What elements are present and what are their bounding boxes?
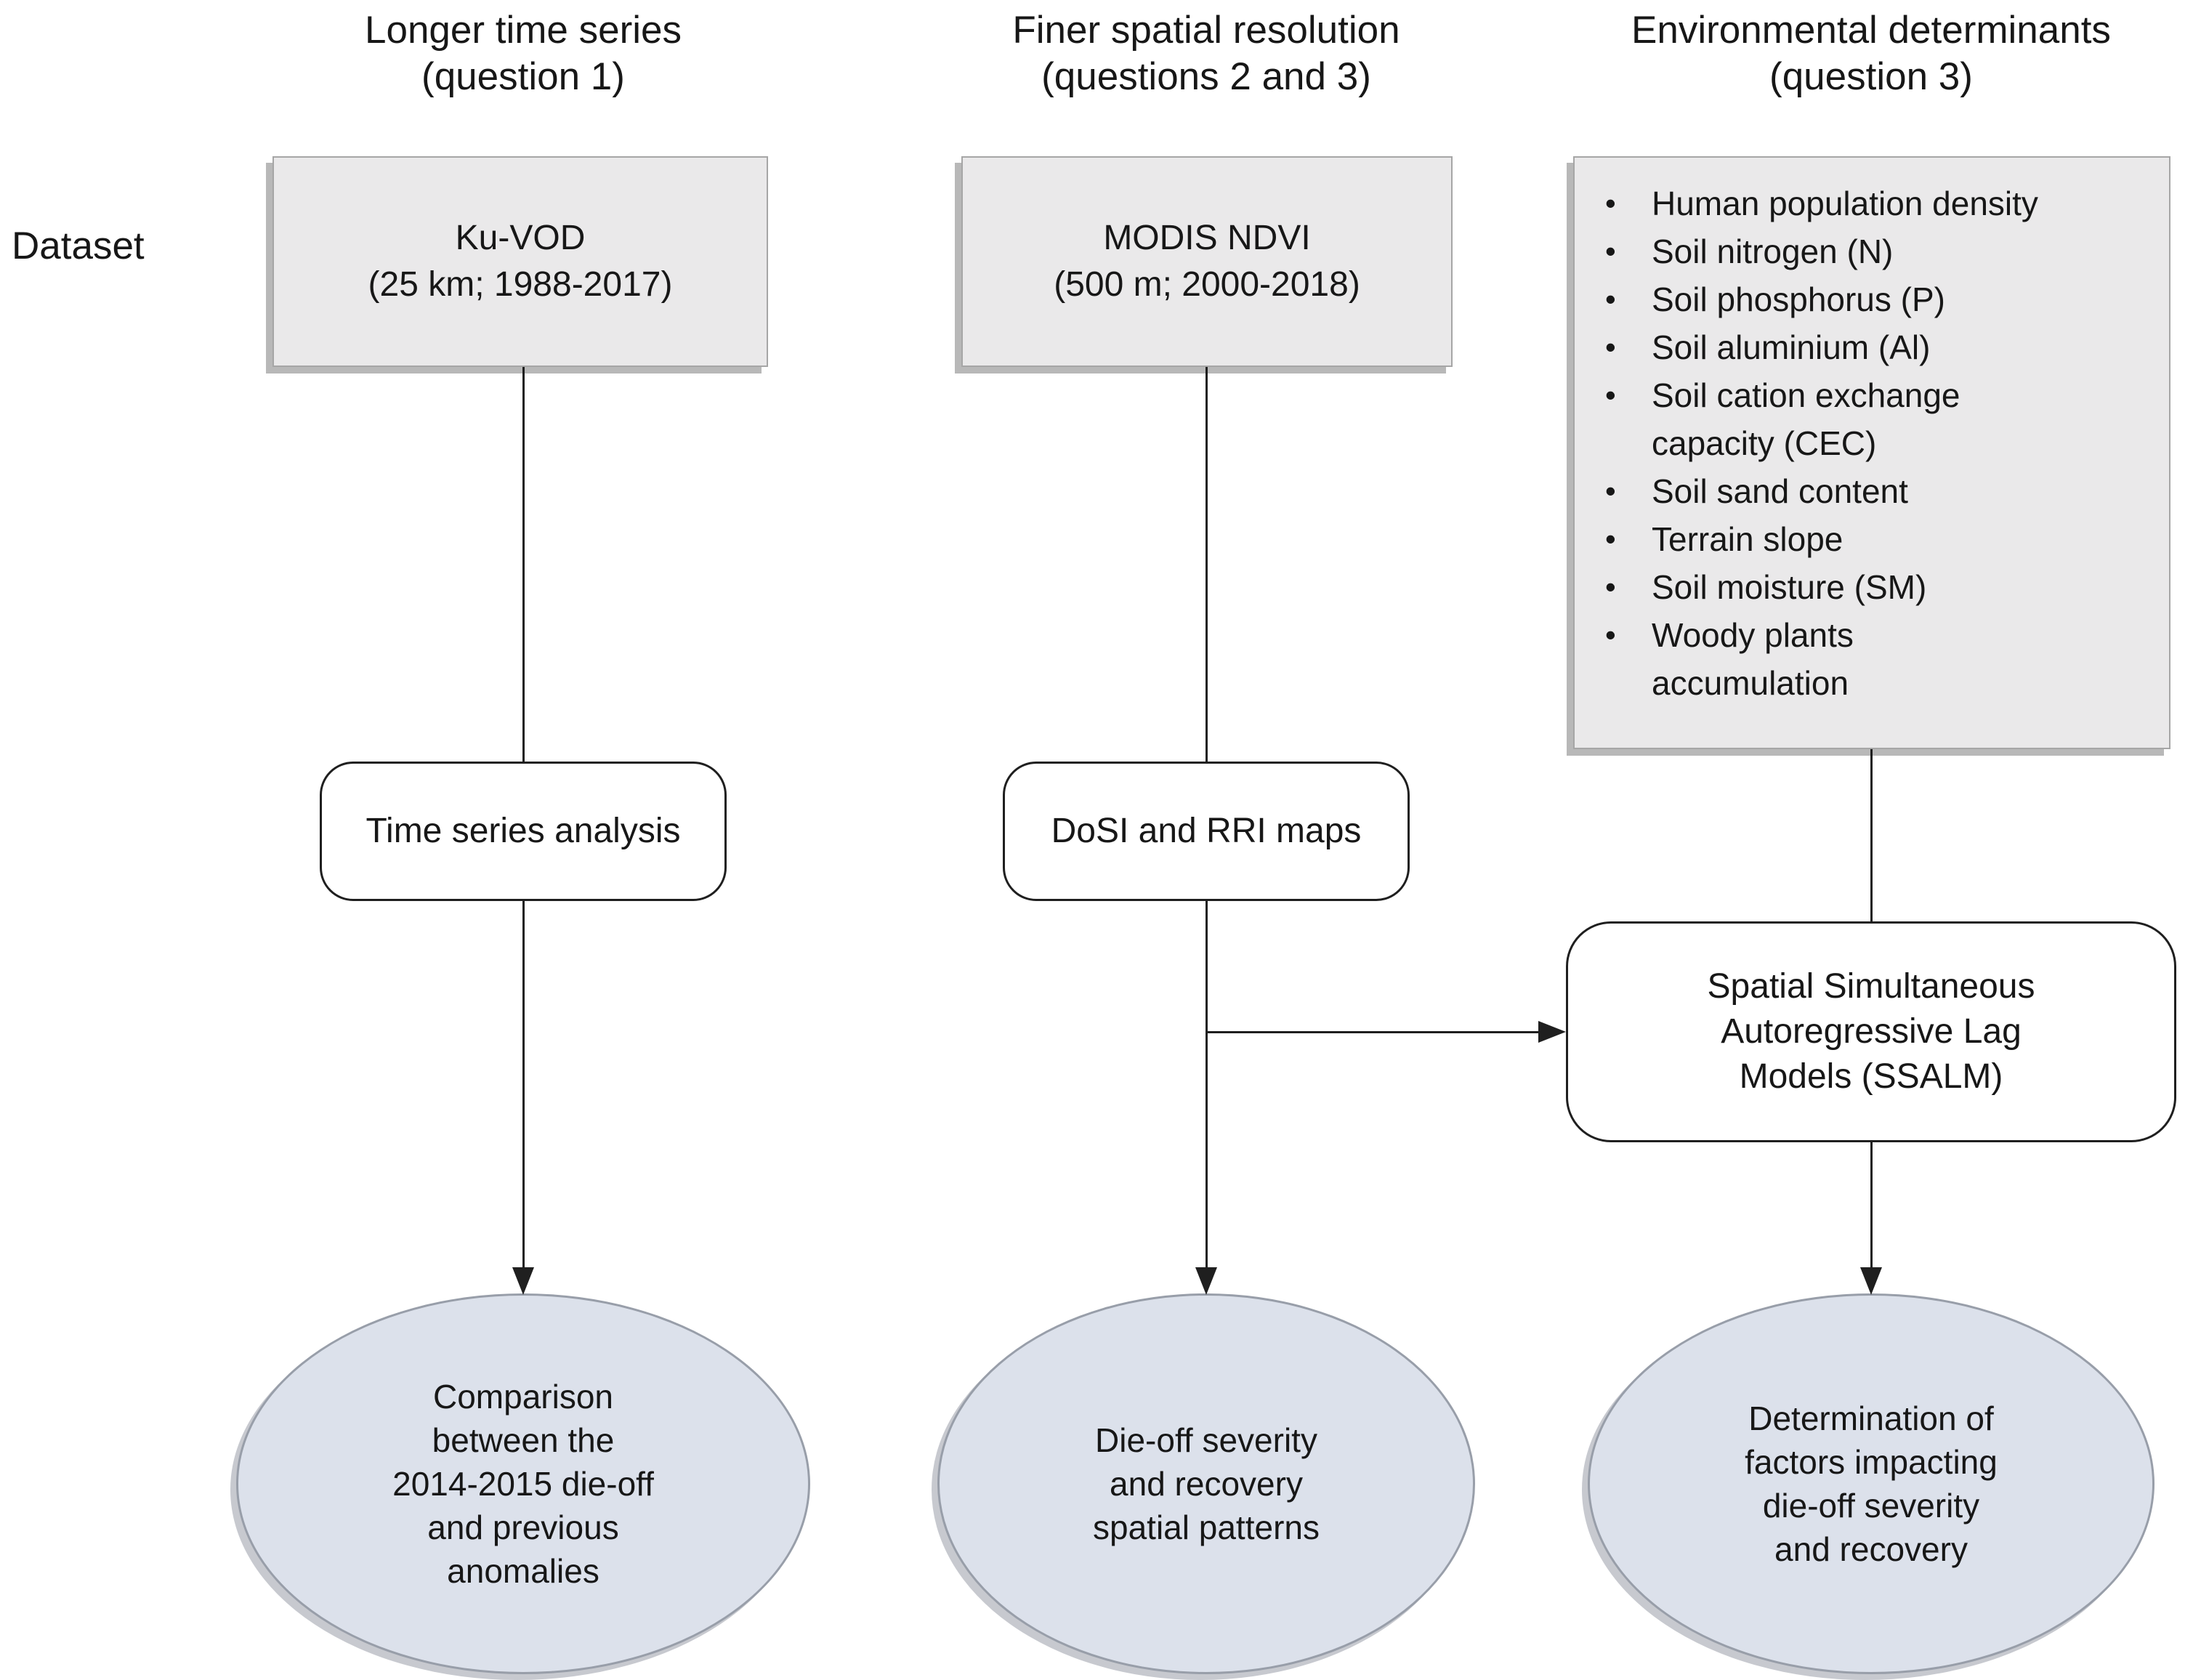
bullet-item-label: Human population density [1652,185,2038,222]
bullet-marker: • [1605,618,1616,652]
bullet-item: • Soil aluminium (Al) [1598,323,2159,371]
bullet-marker: • [1605,522,1616,556]
bullet-item-label: Woody plants accumulation [1652,616,1854,702]
bullet-item-label: Soil sand content [1652,472,1908,510]
connector-col3-dataset-to-ssalm [1870,749,1873,921]
bullet-marker: • [1605,282,1616,316]
arrowhead-down-icon [1860,1267,1882,1295]
dataset-box-environmental-determinants: • Human population density • Soil nitrog… [1573,156,2170,749]
connector-col1-dataset-to-process [522,367,525,762]
arrowhead-down-icon [512,1267,534,1295]
connector-col2-dataset-to-process [1206,367,1208,762]
bullet-item: • Soil sand content [1598,467,2159,515]
bullet-item-label: Soil nitrogen (N) [1652,233,1894,270]
bullet-marker: • [1605,330,1616,364]
bullet-item: • Human population density [1598,179,2159,227]
bullet-marker: • [1605,474,1616,508]
process-box-ssalm: Spatial Simultaneous Autoregressive Lag … [1566,921,2176,1142]
dataset-row-label: Dataset [12,225,145,267]
connector-col3-ssalm-to-outcome [1870,1142,1873,1269]
arrowhead-down-icon [1195,1267,1217,1295]
bullet-marker: • [1605,186,1616,220]
process-box-dosi-rri-maps: DoSI and RRI maps [1003,762,1410,901]
outcome-ellipse-comparison: Comparison between the 2014-2015 die-off… [236,1293,810,1674]
outcome-ellipse-determination: Determination of factors impacting die-o… [1588,1293,2155,1674]
bullet-item: • Soil cation exchange capacity (CEC) [1598,371,2159,467]
dataset-box-modis-ndvi: MODIS NDVI (500 m; 2000-2018) [961,156,1453,367]
bullet-item: • Soil phosphorus (P) [1598,275,2159,323]
bullet-item-label: Soil cation exchange capacity (CEC) [1652,376,1960,462]
connector-col2-to-ssalm [1206,1031,1538,1033]
column-header-longer-time-series: Longer time series (question 1) [365,9,682,98]
connector-col2-process-to-outcome [1206,901,1208,1269]
bullet-item: • Terrain slope [1598,515,2159,563]
bullet-item-label: Soil phosphorus (P) [1652,280,1945,318]
connector-col1-process-to-outcome [522,901,525,1269]
outcome-ellipse-spatial-patterns: Die-off severity and recovery spatial pa… [937,1293,1475,1674]
bullet-marker: • [1605,234,1616,268]
process-box-time-series-analysis: Time series analysis [320,762,727,901]
bullet-marker: • [1605,570,1616,604]
bullet-item: • Soil nitrogen (N) [1598,227,2159,275]
bullet-item: • Soil moisture (SM) [1598,563,2159,611]
bullet-item-label: Soil moisture (SM) [1652,568,1927,606]
bullet-item-label: Soil aluminium (Al) [1652,328,1931,366]
bullet-marker: • [1605,378,1616,412]
bullet-item: • Woody plants accumulation [1598,611,2159,707]
bullet-item-label: Terrain slope [1652,520,1843,558]
arrowhead-right-icon [1538,1021,1566,1043]
dataset-box-ku-vod: Ku-VOD (25 km; 1988-2017) [272,156,768,367]
column-header-environmental-determinants: Environmental determinants (question 3) [1631,9,2111,98]
column-header-finer-spatial-resolution: Finer spatial resolution (questions 2 an… [1012,9,1400,98]
